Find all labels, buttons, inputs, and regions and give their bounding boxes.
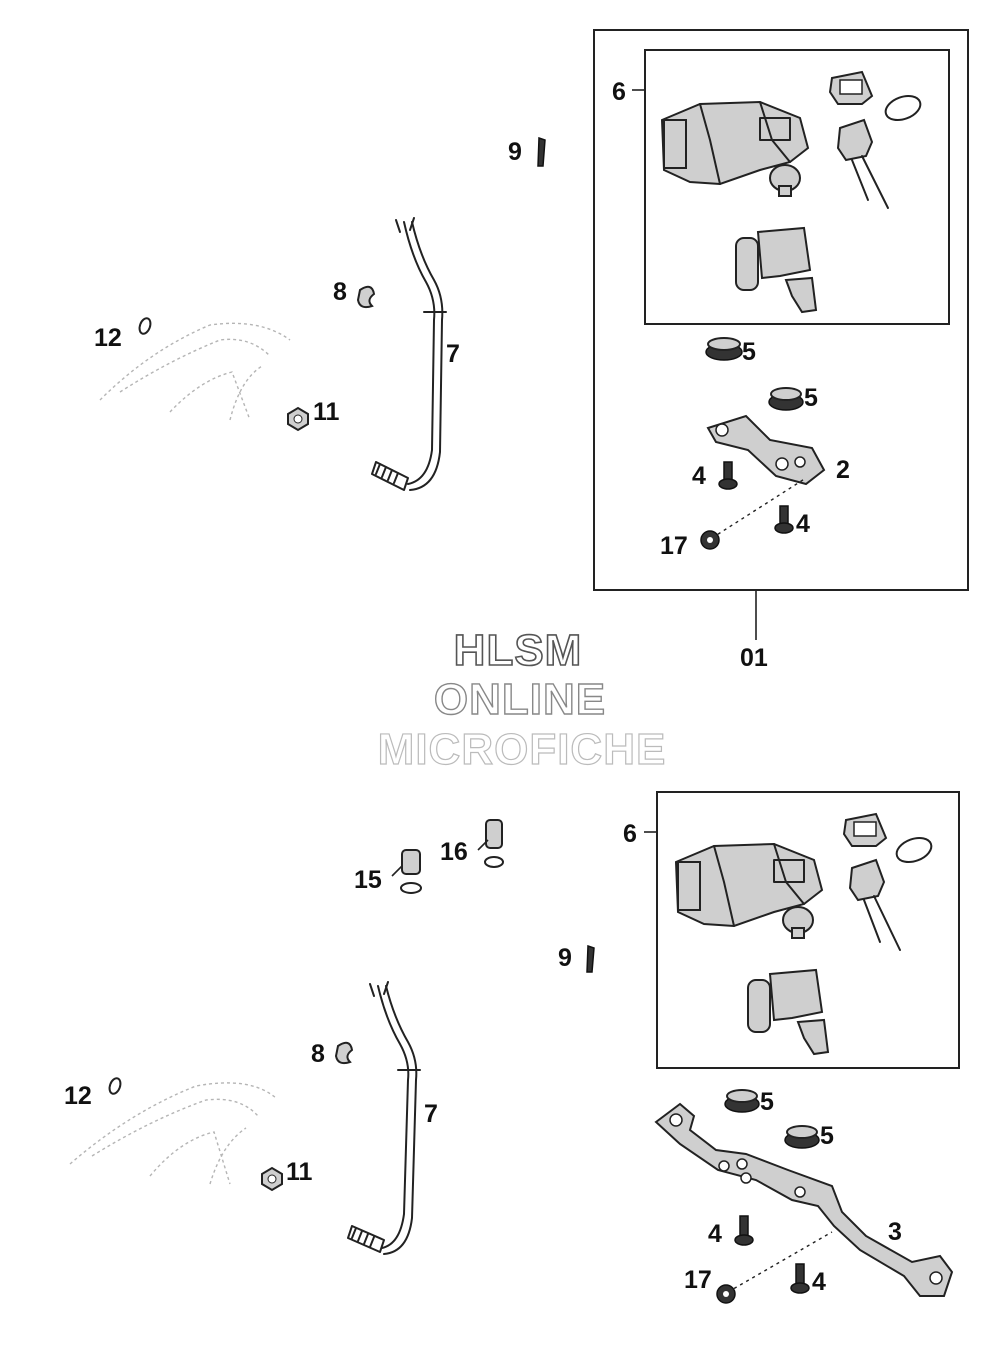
callout-01: 01 <box>740 644 768 672</box>
handlebar-cover-bottom <box>69 1082 277 1185</box>
callout-11-bottom: 11 <box>286 1158 313 1186</box>
pin-16 <box>484 819 504 868</box>
callout-6: 6 <box>612 78 626 106</box>
grommet-lower <box>768 387 804 411</box>
top-assembly: 01 6 <box>94 29 969 672</box>
callout-6-bottom: 6 <box>623 820 637 848</box>
connector-block-bottom <box>747 968 830 1056</box>
o-ring-12-bottom <box>108 1077 122 1095</box>
bracket-3 <box>654 1102 954 1297</box>
callout-17: 17 <box>660 532 688 560</box>
grommet-lower-bottom <box>784 1125 820 1149</box>
callout-5-upper: 5 <box>742 338 756 366</box>
bottom-assembly: 6 <box>64 791 960 1304</box>
screw-17 <box>700 530 720 550</box>
callout-7: 7 <box>446 340 460 368</box>
watermark: HLSM ONLINE MICROFICHE <box>377 625 667 774</box>
callout-4-right: 4 <box>796 510 810 538</box>
callout-3: 3 <box>888 1218 902 1246</box>
switch-housing <box>660 100 810 197</box>
callout-5-lower: 5 <box>804 384 818 412</box>
callout-11: 11 <box>313 398 340 426</box>
screw-17-axis <box>711 477 807 539</box>
callout-16: 16 <box>440 838 468 866</box>
nut-11 <box>287 406 309 432</box>
connector-block <box>735 226 818 314</box>
callout-15: 15 <box>354 866 382 894</box>
screw-17-bottom <box>716 1284 736 1304</box>
nut-11-bottom <box>261 1166 283 1192</box>
assembly-01-frame <box>593 29 969 591</box>
grommet-upper <box>705 337 743 361</box>
callout-7-bottom: 7 <box>424 1100 438 1128</box>
callout-8-bottom: 8 <box>311 1040 325 1068</box>
callout-8: 8 <box>333 278 347 306</box>
screw-17-axis-bottom <box>727 1231 833 1293</box>
screw-4-left <box>718 461 738 490</box>
callout-9: 9 <box>508 138 522 166</box>
callout-4-right-bottom: 4 <box>812 1268 826 1296</box>
screw-4-left-bottom <box>734 1215 754 1246</box>
screw-4-right <box>774 505 794 534</box>
watermark-line-2: ONLINE <box>434 675 606 724</box>
cable-7-bottom <box>347 981 421 1255</box>
pin-15 <box>400 849 422 894</box>
wire-marker <box>537 136 546 167</box>
o-ring-12 <box>138 317 152 335</box>
switch-lens <box>884 94 922 122</box>
clip-8 <box>356 285 376 309</box>
wire-marker-bottom <box>586 944 595 973</box>
switch-lens-bottom <box>895 836 933 864</box>
callout-5-lower-bottom: 5 <box>820 1122 834 1150</box>
handlebar-cover <box>99 322 291 421</box>
callout-15-leader <box>391 865 403 877</box>
clip-8-bottom <box>334 1041 354 1065</box>
callout-4-left: 4 <box>692 462 706 490</box>
switch-housing-bottom <box>674 842 824 939</box>
callout-16-leader <box>477 839 489 851</box>
rocker-switch <box>836 118 889 209</box>
callout-12: 12 <box>94 324 122 352</box>
rocker-switch-bottom <box>848 858 901 951</box>
callout-2: 2 <box>836 456 850 484</box>
screw-4-right-bottom <box>790 1263 810 1294</box>
switch-housing-frame-bottom <box>656 791 960 1069</box>
callout-17-bottom: 17 <box>684 1266 712 1294</box>
callout-5-upper-bottom: 5 <box>760 1088 774 1116</box>
switch-housing-frame <box>644 49 950 325</box>
callout-4-left-bottom: 4 <box>708 1220 722 1248</box>
switch-cap <box>828 70 874 105</box>
bracket-2 <box>706 414 826 486</box>
watermark-line-3: MICROFICHE <box>378 725 667 774</box>
callout-12-bottom: 12 <box>64 1082 92 1110</box>
watermark-line-1: HLSM <box>454 626 583 675</box>
grommet-upper-bottom <box>724 1089 760 1113</box>
cable-7 <box>371 217 447 491</box>
callout-9-bottom: 9 <box>558 944 572 972</box>
switch-cap-bottom <box>842 812 888 847</box>
